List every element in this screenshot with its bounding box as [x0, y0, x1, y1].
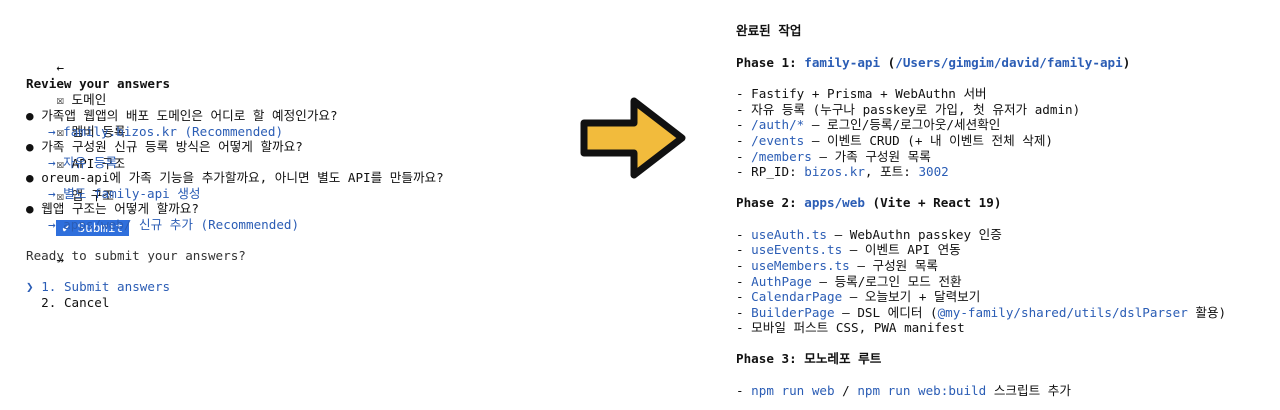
tab-domain[interactable]: ☒ 도메인: [56, 92, 107, 107]
tab-app-structure[interactable]: ☒ 앱 구조: [56, 188, 114, 203]
check-icon: ✔: [62, 220, 70, 235]
route-auth: /auth/*: [751, 117, 805, 132]
list-item: - CalendarPage — 오늘보기 + 달력보기: [736, 289, 981, 304]
checkbox-icon: ☒: [56, 124, 64, 139]
step-tabs: ← ☒ 도메인 ☒ 멤버 등록 ☒ API 구조 ☒ 앱 구조 ✔ Submit…: [26, 44, 130, 284]
list-item: - Fastify + Prisma + WebAuthn 서버: [736, 86, 987, 101]
phase1-name: family-api: [804, 55, 881, 70]
question-2: ● 가족 구성원 신규 등록 방식은 어떻게 할까요?: [26, 139, 303, 154]
bullet-icon: ●: [26, 139, 34, 154]
bullet-icon: ●: [26, 170, 34, 185]
back-arrow-icon[interactable]: ←: [56, 60, 64, 75]
list-item: - 자유 등록 (누구나 passkey로 가입, 첫 유저가 admin): [736, 102, 1081, 117]
question-3: ● oreum-api에 가족 기능을 추가할까요, 아니면 별도 API를 만…: [26, 170, 444, 185]
cursor-icon: ❯: [26, 279, 34, 294]
answer-3: → 별도 family-api 생성: [48, 186, 201, 201]
scripts-line: - npm run web / npm run web:build 스크립트 추…: [736, 383, 1071, 398]
question-4: ● 웹앱 구조는 어떻게 할까요?: [26, 201, 199, 216]
list-item: - useAuth.ts — WebAuthn passkey 인증: [736, 227, 1002, 242]
rp-id-line: - RP_ID: bizos.kr, 포트: 3002: [736, 164, 949, 179]
phase1-path: /Users/gimgim/david/family-api: [895, 55, 1123, 70]
tab-submit[interactable]: ✔ Submit: [56, 220, 130, 236]
checkbox-icon: ☒: [56, 188, 64, 203]
list-item: - /events — 이벤트 CRUD (+ 내 이벤트 전체 삭제): [736, 133, 1054, 148]
ready-prompt: Ready to submit your answers?: [26, 248, 246, 263]
forward-arrow-icon[interactable]: →: [56, 252, 64, 267]
list-item: - useEvents.ts — 이벤트 API 연동: [736, 242, 961, 257]
route-events: /events: [751, 133, 805, 148]
route-members: /members: [751, 149, 812, 164]
phase3-heading: Phase 3: 모노레포 루트: [736, 351, 882, 366]
phase2-heading: Phase 2: apps/web (Vite + React 19): [736, 195, 1002, 210]
completed-title: 완료된 작업: [736, 23, 802, 38]
dsl-parser-path: @my-family/shared/utils/dslParser: [937, 305, 1188, 320]
question-1: ● 가족앱 웹앱의 배포 도메인은 어디로 할 예정인가요?: [26, 108, 338, 123]
pwa-line: - 모바일 퍼스트 CSS, PWA manifest: [736, 320, 965, 335]
rp-domain: bizos.kr: [804, 164, 865, 179]
right-arrow-icon: [578, 96, 688, 180]
bullet-icon: ●: [26, 201, 34, 216]
checkbox-icon: ☒: [56, 92, 64, 107]
answer-4: → apps/web/ 신규 추가 (Recommended): [48, 217, 300, 232]
port-value: 3002: [918, 164, 949, 179]
list-item: - useMembers.ts — 구성원 목록: [736, 258, 939, 273]
builder-line: - BuilderPage — DSL 에디터 (@my-family/shar…: [736, 305, 1227, 320]
answer-2: → 자유 등록: [48, 155, 118, 170]
list-item: - /auth/* — 로그인/등록/로그아웃/세션확인: [736, 117, 1001, 132]
list-item: - /members — 가족 구성원 목록: [736, 149, 931, 164]
option-cancel[interactable]: 2. Cancel: [41, 295, 110, 310]
phase2-name: apps/web: [804, 195, 865, 210]
npm-run-web: npm run web: [751, 383, 835, 398]
tab-api-structure[interactable]: ☒ API 구조: [56, 156, 126, 171]
tab-member-registration[interactable]: ☒ 멤버 등록: [56, 124, 126, 139]
bullet-icon: ●: [26, 108, 34, 123]
npm-run-web-build: npm run web:build: [857, 383, 987, 398]
option-submit[interactable]: ❯ 1. Submit answers: [26, 279, 171, 294]
phase1-heading: Phase 1: family-api (/Users/gimgim/david…: [736, 55, 1131, 70]
checkbox-icon: ☒: [56, 156, 64, 171]
review-title: Review your answers: [26, 76, 171, 91]
answer-1: → family.bizos.kr (Recommended): [48, 124, 284, 139]
list-item: - AuthPage — 등록/로그인 모드 전환: [736, 274, 962, 289]
